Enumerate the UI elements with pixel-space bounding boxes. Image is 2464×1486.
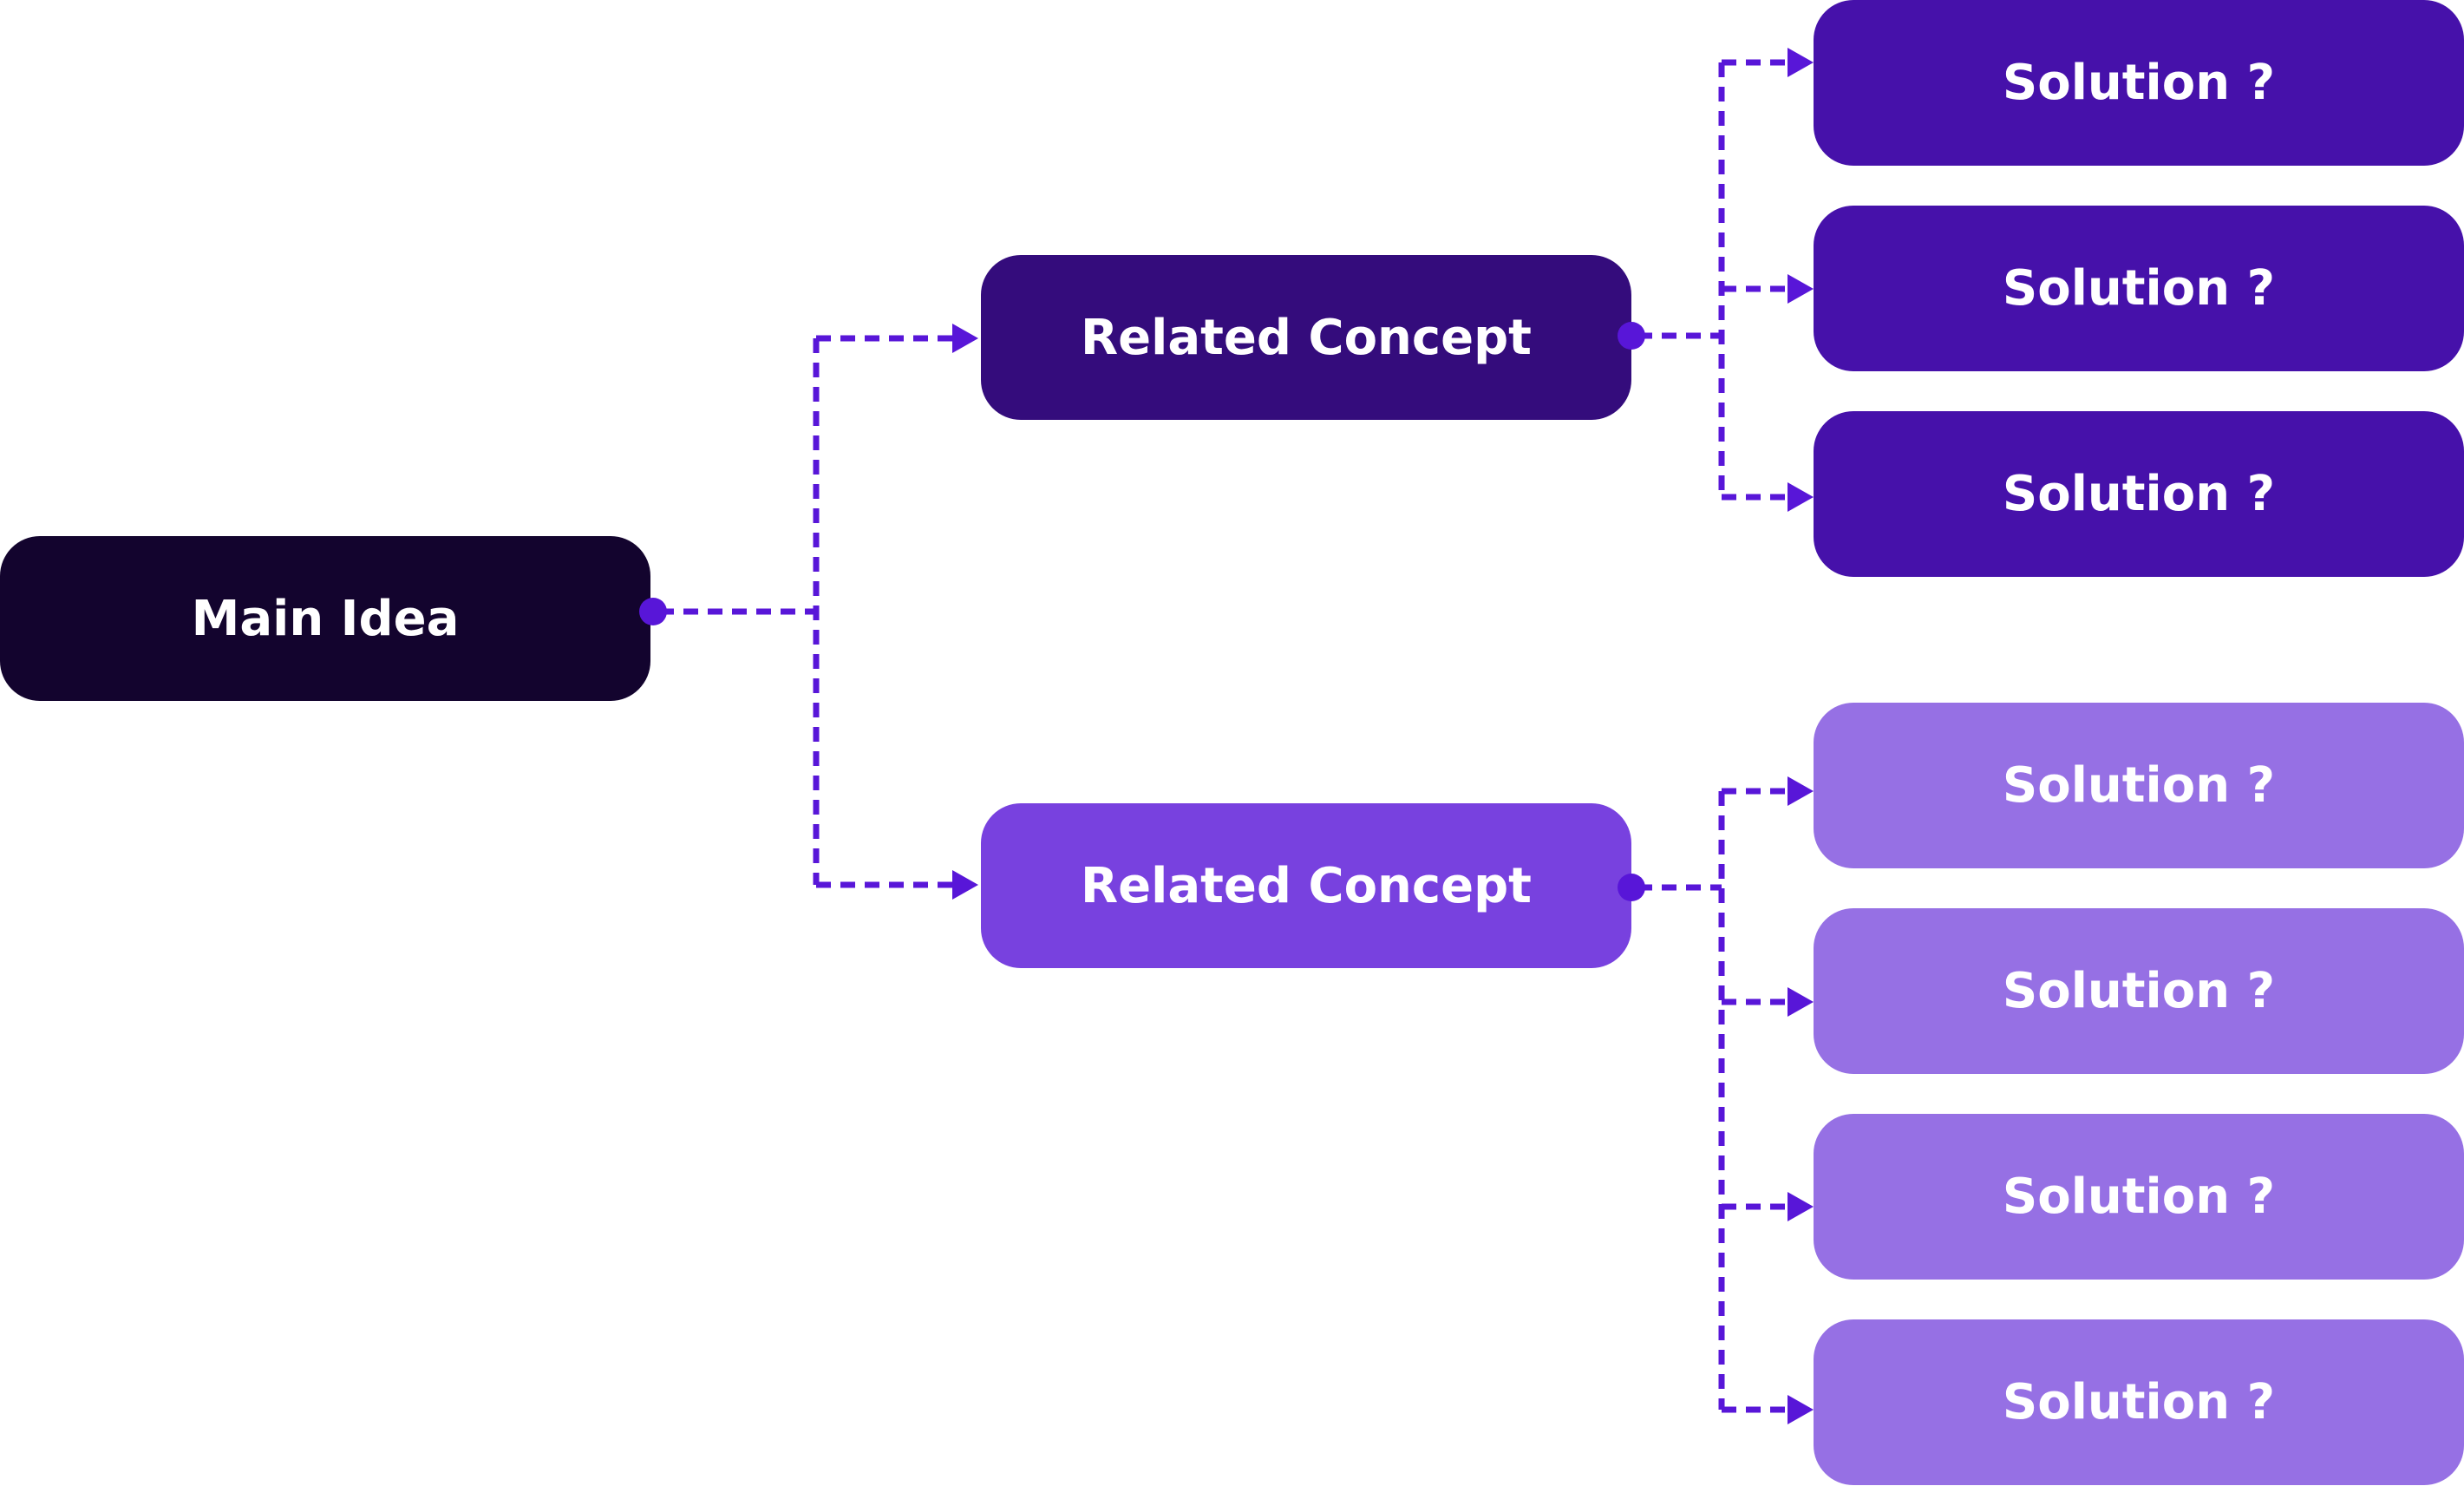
arrowhead-solution-1 <box>1788 48 1814 77</box>
main-idea-node[interactable]: Main Idea <box>0 536 650 701</box>
arrowhead-solution-2 <box>1788 274 1814 304</box>
solution-label: Solution ? <box>2002 963 2276 1019</box>
solution-label: Solution ? <box>2002 260 2276 317</box>
related-concept-node-1[interactable]: Related Concept <box>981 255 1631 420</box>
arrowhead-solution-4 <box>1788 776 1814 806</box>
arrowhead-concept-2 <box>952 870 978 900</box>
solution-node[interactable]: Solution ? <box>1814 908 2464 1074</box>
solution-label: Solution ? <box>2002 757 2276 814</box>
solution-node[interactable]: Solution ? <box>1814 0 2464 166</box>
solution-label: Solution ? <box>2002 1169 2276 1225</box>
related-concept-label: Related Concept <box>1081 857 1532 914</box>
solution-label: Solution ? <box>2002 466 2276 522</box>
arrowhead-solution-7 <box>1788 1395 1814 1424</box>
solution-node[interactable]: Solution ? <box>1814 1319 2464 1485</box>
related-concept-label: Related Concept <box>1081 309 1532 366</box>
solution-label: Solution ? <box>2002 55 2276 111</box>
solution-node[interactable]: Solution ? <box>1814 411 2464 577</box>
solution-label: Solution ? <box>2002 1374 2276 1430</box>
arrowhead-solution-6 <box>1788 1192 1814 1221</box>
solution-node[interactable]: Solution ? <box>1814 206 2464 371</box>
arrowhead-solution-5 <box>1788 987 1814 1017</box>
solution-node[interactable]: Solution ? <box>1814 1114 2464 1280</box>
arrowhead-solution-3 <box>1788 482 1814 512</box>
arrowhead-concept-1 <box>952 324 978 353</box>
solution-node[interactable]: Solution ? <box>1814 703 2464 868</box>
related-concept-node-2[interactable]: Related Concept <box>981 803 1631 968</box>
main-idea-label: Main Idea <box>191 590 460 647</box>
